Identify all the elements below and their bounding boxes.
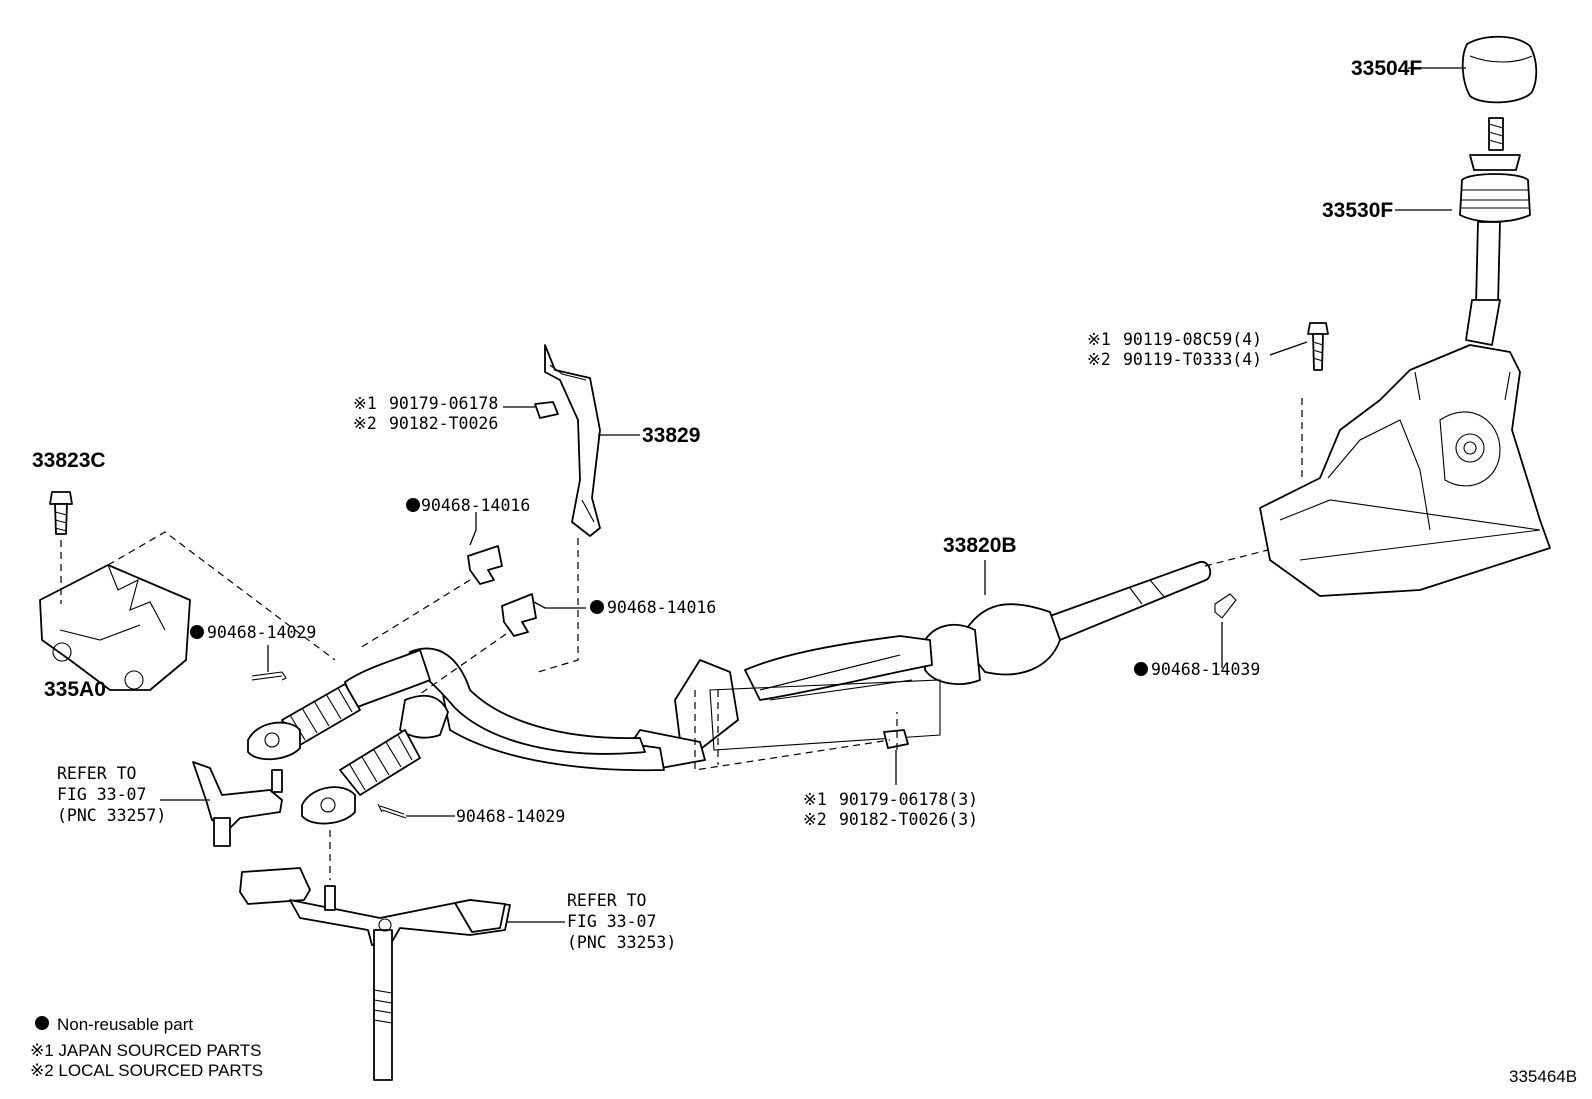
- part-labels: 33504F 33530F ※1 90119-08C59(4) ※2 90119…: [32, 57, 1422, 952]
- label-clip-right: 90468-14039: [1151, 660, 1260, 679]
- label-bolt-japan: 90119-08C59(4): [1123, 330, 1262, 349]
- legend-nonreusable: Non-reusable part: [57, 1015, 193, 1034]
- label-nut-top-japan: 90179-06178: [389, 394, 498, 413]
- clip-lower-drawing: [377, 803, 407, 819]
- mark2-nut-top: ※2: [353, 414, 377, 433]
- housing-bolt-drawing: [1307, 322, 1329, 371]
- label-knob: 33504F: [1351, 57, 1422, 80]
- mark1-nut-bottom: ※1: [803, 790, 827, 809]
- label-clip-upper: 90468-14016: [421, 496, 530, 515]
- clip-right-drawing: [1214, 593, 1237, 619]
- clip-upper-drawing: [467, 545, 503, 585]
- shifter-housing-drawing: [1259, 344, 1551, 597]
- clip-mid-drawing: [501, 593, 537, 637]
- legend-dot-icon: [35, 1016, 49, 1030]
- nonreusable-dot-clip-mid: [590, 600, 604, 614]
- ref1-line1: REFER TO: [57, 764, 136, 783]
- ref1-line2: FIG 33-07: [57, 785, 146, 804]
- nonreusable-dot-clip-left: [190, 625, 204, 639]
- shift-shaft-drawing: [239, 867, 511, 1081]
- label-bracket-bolt: 33823C: [32, 449, 106, 472]
- label-bracket: 335A0: [44, 678, 106, 701]
- ref2-line3: (PNC 33253): [567, 933, 676, 952]
- dashed-lines: [60, 398, 1303, 880]
- figure-id: 335464B: [1509, 1067, 1577, 1086]
- label-nut-top-local: 90182-T0026: [389, 414, 498, 433]
- ref2-line2: FIG 33-07: [567, 912, 656, 931]
- mark1-nut-top: ※1: [353, 394, 377, 413]
- ref1-line3: (PNC 33257): [57, 806, 166, 825]
- nonreusable-dot-clip-upper: [406, 498, 420, 512]
- retainer-drawing: [544, 344, 601, 537]
- ref2-line1: REFER TO: [567, 891, 646, 910]
- label-boot: 33530F: [1322, 199, 1393, 222]
- bottom-nut-drawing: [883, 729, 909, 749]
- label-nut-bottom-japan: 90179-06178(3): [839, 790, 978, 809]
- clip-left-drawing: [251, 671, 287, 681]
- mark1-bolt: ※1: [1087, 330, 1111, 349]
- top-nut-drawing: [534, 401, 559, 419]
- label-bolt-local: 90119-T0333(4): [1123, 350, 1262, 369]
- legend: Non-reusable part ※1 JAPAN SOURCED PARTS…: [30, 1015, 263, 1080]
- label-clip-left: 90468-14029: [207, 623, 316, 642]
- legend-local: ※2 LOCAL SOURCED PARTS: [30, 1061, 263, 1080]
- leader-lines: [160, 67, 1466, 923]
- cable-bracket-drawing: [39, 564, 191, 691]
- nonreusable-dot-clip-right: [1134, 662, 1148, 676]
- shift-knob-drawing: [1461, 35, 1538, 104]
- shift-cable-drawing: [247, 561, 1212, 825]
- label-clip-lower: 90468-14029: [456, 807, 565, 826]
- label-cable: 33820B: [943, 534, 1017, 557]
- label-clip-mid: 90468-14016: [607, 598, 716, 617]
- label-retainer: 33829: [642, 424, 700, 447]
- legend-japan: ※1 JAPAN SOURCED PARTS: [30, 1041, 262, 1060]
- mark2-nut-bottom: ※2: [803, 810, 827, 829]
- mark2-bolt: ※2: [1087, 350, 1111, 369]
- label-nut-bottom-local: 90182-T0026(3): [839, 810, 978, 829]
- selector-lever-drawing: [192, 761, 283, 847]
- shift-lever-drawing: [1459, 117, 1531, 346]
- bracket-bolt-drawing: [49, 491, 73, 535]
